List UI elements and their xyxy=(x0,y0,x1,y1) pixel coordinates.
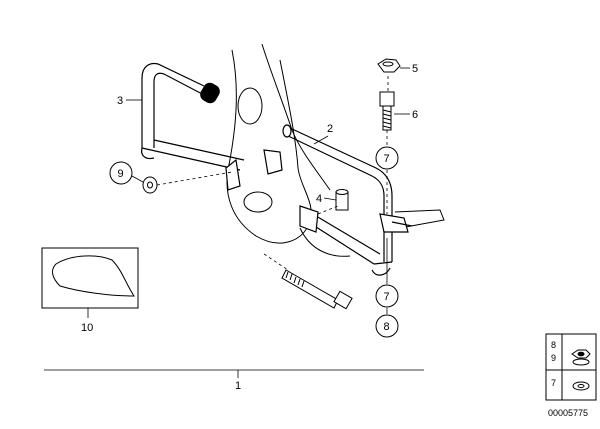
callout-labels: 1 2 3 4 5 6 7 7 8 9 10 xyxy=(81,63,418,392)
legend-row2-number-7: 7 xyxy=(551,378,556,388)
svg-text:8: 8 xyxy=(384,321,390,333)
casing-hole-upper xyxy=(237,87,263,125)
svg-text:7: 7 xyxy=(384,153,390,165)
legend-nut-washer-icon xyxy=(571,349,591,366)
nut-part-5 xyxy=(377,58,401,73)
assembly-lines xyxy=(156,76,389,271)
callout-9: 9 xyxy=(109,161,133,185)
bolt-part-6 xyxy=(379,91,395,131)
callout-8: 8 xyxy=(375,314,399,338)
washer-part-9 xyxy=(142,176,158,194)
callout-7-lower: 7 xyxy=(375,284,399,308)
cover-panel-part-10 xyxy=(41,247,139,309)
callout-7-upper: 7 xyxy=(375,146,399,170)
callout-5: 5 xyxy=(412,63,418,75)
callout-3: 3 xyxy=(117,95,123,107)
callout-1: 1 xyxy=(235,380,241,392)
casing-hole-lower xyxy=(243,191,273,213)
svg-text:7: 7 xyxy=(384,291,390,303)
svg-text:9: 9 xyxy=(118,168,124,180)
callout-4: 4 xyxy=(316,193,322,205)
legend-box: 8 9 7 xyxy=(545,333,597,401)
legend-row1-number-8: 8 xyxy=(551,340,556,350)
leader-lines xyxy=(44,67,424,378)
callout-10: 10 xyxy=(81,322,93,334)
crash-bar-left xyxy=(141,62,283,191)
frame-casing xyxy=(226,43,445,257)
long-bolt xyxy=(281,269,353,310)
legend-row1-number-9: 9 xyxy=(551,353,556,363)
image-code: 00005775 xyxy=(548,408,588,418)
legend-washer-icon xyxy=(572,381,590,391)
spacer-part-4 xyxy=(335,189,349,211)
callout-2: 2 xyxy=(327,123,333,135)
callout-6: 6 xyxy=(412,109,418,121)
crash-bar-right xyxy=(282,124,413,276)
